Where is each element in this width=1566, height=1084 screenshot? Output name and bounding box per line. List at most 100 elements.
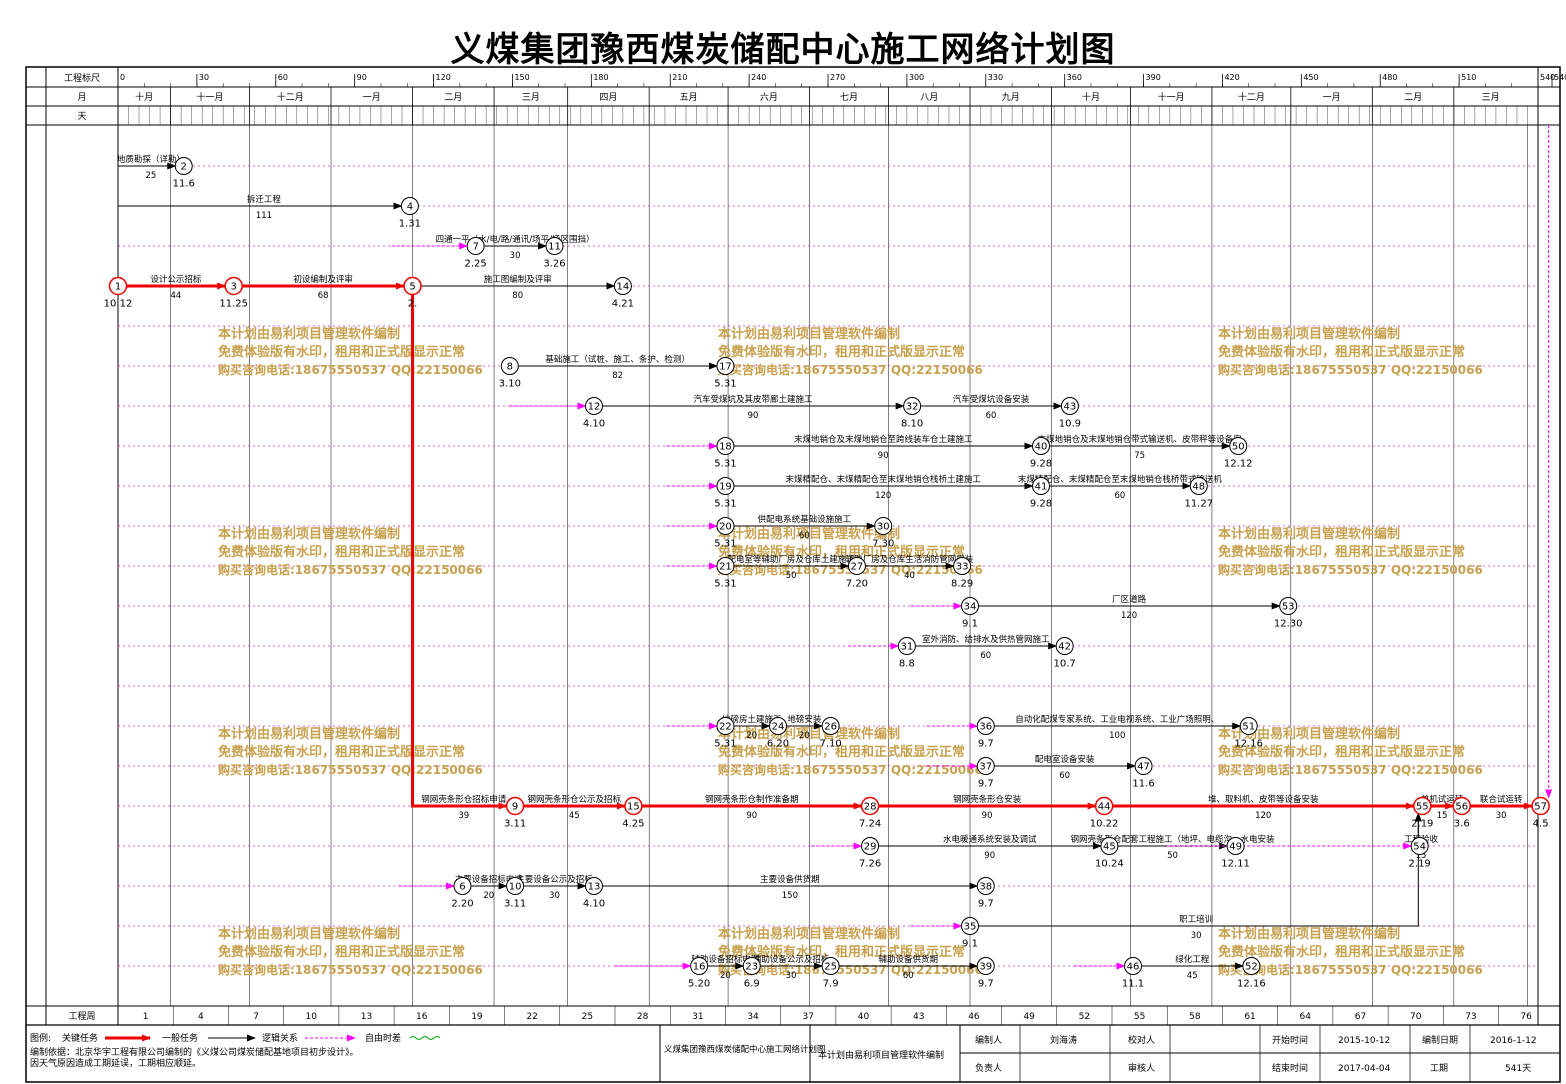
event-node [613,277,632,295]
month-label-cell: 八月 [920,92,938,103]
event-node-date: 4.25 [622,819,644,830]
task-label: 地磅安装 [787,714,822,725]
month-label-cell: 十月 [135,91,153,103]
event-node-number: 9 [512,802,518,813]
task-label: 主要设备供货期 [760,874,820,885]
event-node-number: 55 [1416,802,1429,813]
task-label: 堆、取料机、皮带等设备安装 [1208,794,1319,805]
outer-frame [25,66,1561,1083]
event-node [716,357,735,375]
diagram-title: 义煤集团豫西煤炭储配中心施工网络计划图 [450,30,1116,70]
event-node [1242,957,1261,975]
watermark-line1: 本计划由易利项目管理软件编制 [218,926,400,942]
scale-tick-label: 300 [909,73,924,82]
event-node [861,837,880,855]
event-node-number: 22 [719,722,732,733]
watermark-line1: 本计划由易利项目管理软件编制 [718,726,900,742]
event-node-number: 15 [627,802,640,813]
scale-tick-label: 510 [1461,73,1476,82]
event-node [1413,796,1432,816]
day-label: 天 [77,112,86,122]
week-number: 19 [471,1012,483,1022]
event-node [1055,637,1074,655]
event-node [1094,796,1114,816]
event-node-number: 16 [693,962,706,973]
event-node-date: 11.6 [173,179,195,190]
event-node [108,276,128,296]
event-node [769,717,788,735]
event-node-date: 3.11 [504,819,526,830]
event-node-date: 10.9 [1059,419,1081,430]
month-label-cell: 三月 [522,92,540,103]
event-node-number: 33 [956,562,969,573]
event-node-number: 44 [1098,802,1111,813]
watermark-line3: 购买咨询电话:18675550537 QQ:22150066 [718,762,983,777]
watermark-line2: 免费体验版有水印，租用和正式版显示正常 [718,744,965,760]
event-node-number: 37 [979,762,992,773]
task-duration: 30 [510,251,521,261]
watermark-line3: 购买咨询电话:18675550537 QQ:22150066 [218,562,483,577]
task-label: 辅助设备招标申请 [691,954,760,965]
task-label: 四通一平（水/电/路/通讯/场平/场区围挡） [436,234,595,245]
task-duration: 15 [1437,811,1448,821]
task-arrow [411,294,508,810]
event-node-number: 26 [824,722,837,733]
event-node-number: 39 [979,962,992,973]
task-label: 钢网壳条形仓安装 [953,794,1022,805]
task-duration: 60 [986,411,997,421]
event-node-number: 3 [231,282,237,293]
month-label-cell: 六月 [760,91,778,103]
event-node [903,397,922,415]
task-label: 厂区道路 [1112,594,1147,605]
watermark-line3: 购买咨询电话:18675550537 QQ:22150066 [1218,362,1483,377]
task-duration: 60 [903,971,914,981]
scale-tick-label: 270 [830,73,845,82]
event-node-date: 7.9 [823,979,839,990]
event-node-date: 3.11 [504,899,526,910]
footer-project-name: 义煤集团豫西煤炭储配中心施工网络计划图 [664,1044,826,1055]
watermark-line2: 免费体验版有水印，租用和正式版显示正常 [718,944,965,960]
footer-software-note: 本计划由易利项目管理软件编制 [818,1049,944,1061]
event-node-date: 5.31 [714,539,736,550]
task-label: 末煤精配仓、末煤精配仓至末煤地销仓栈桥带式输送机 [1018,474,1223,485]
watermark-line1: 本计划由易利项目管理软件编制 [1218,326,1400,342]
event-node-date: 5.31 [714,379,736,390]
event-node-date: 5.20 [688,979,710,990]
event-node-number: 53 [1282,602,1295,613]
event-node-number: 29 [864,842,877,853]
task-duration: 20 [720,971,731,981]
week-number: 64 [1300,1012,1312,1022]
event-node [1032,477,1050,495]
event-node [742,957,761,975]
event-node-date: 5.31 [714,499,736,510]
legend-float-swatch [409,1036,441,1040]
task-label: 供配电系统基础设施施工 [758,514,852,525]
event-node [1189,477,1208,495]
scale-tick-label: 420 [1224,73,1239,82]
event-node-number: 52 [1245,962,1258,973]
watermark-line1: 本计划由易利项目管理软件编制 [1218,726,1400,742]
event-node [1531,796,1550,816]
event-node [847,557,866,575]
task-label: 辅助设备公示及招标 [753,954,830,965]
week-number: 73 [1465,1012,1476,1022]
task-duration: 90 [982,811,993,821]
task-label: 末煤地销仓及末煤地销仓带式输送机、皮带秤等设备安 [1038,434,1242,445]
event-node-date: 9.7 [978,899,994,910]
event-node [716,437,735,455]
event-node-number: 28 [864,802,877,813]
task-label: 地磅房土建施工 [722,714,782,725]
event-node-number: 24 [772,722,785,733]
task-duration: 90 [748,411,759,421]
event-node-date: 7.10 [819,739,841,750]
month-label-cell: 九月 [1002,92,1020,103]
event-node-number: 38 [979,882,992,893]
event-node [1032,437,1050,455]
task-duration: 60 [980,651,991,661]
event-node [1239,717,1258,735]
task-duration: 50 [1167,851,1178,861]
month-label-cell: 一月 [1323,92,1341,103]
task-duration: 30 [549,891,560,901]
event-node-date: 6.9 [744,979,760,990]
task-label: 室外消防、给排水及供热管网施工 [922,634,1050,645]
